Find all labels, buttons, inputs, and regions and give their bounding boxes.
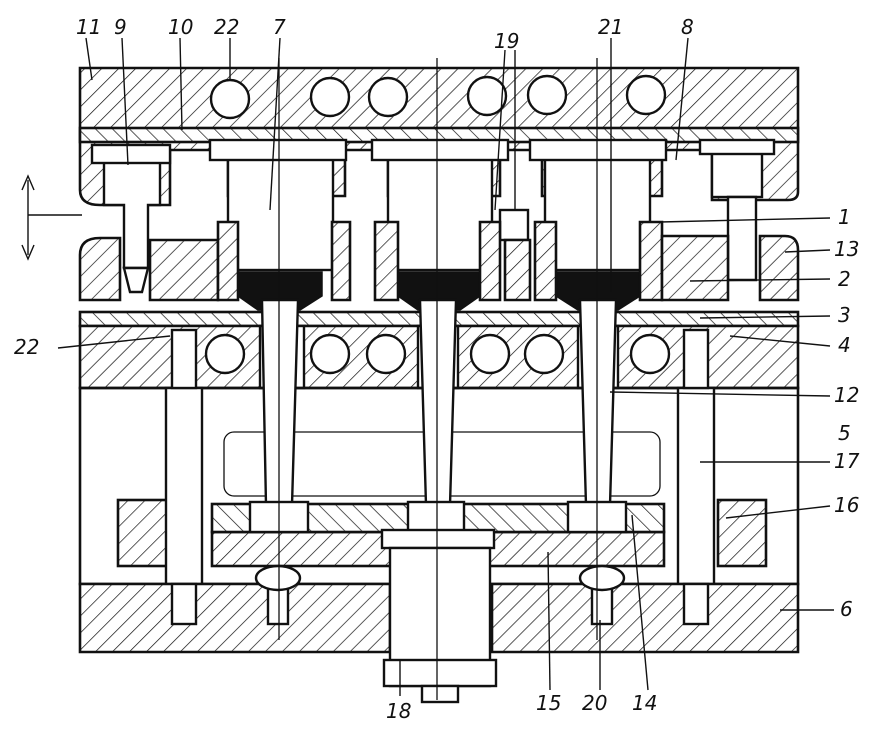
label-7: 7 <box>273 15 286 39</box>
cylinder-18 <box>382 546 498 704</box>
label-15: 15 <box>536 691 561 715</box>
label-21: 21 <box>598 15 623 39</box>
label-1: 1 <box>838 205 851 229</box>
guide-pin-9 <box>90 143 172 294</box>
leader-lines <box>57 37 834 696</box>
label-22-top: 22 <box>214 15 239 39</box>
label-20: 20 <box>582 691 607 715</box>
die-block <box>78 220 800 302</box>
motion-arrow <box>21 174 82 261</box>
label-16: 16 <box>834 493 859 517</box>
base-plate <box>78 564 800 654</box>
label-17: 17 <box>834 449 860 473</box>
label-10: 10 <box>168 15 193 39</box>
guide-posts <box>164 328 716 586</box>
label-2: 2 <box>838 267 851 291</box>
label-14: 14 <box>632 691 657 715</box>
label-9: 9 <box>114 15 127 39</box>
label-8: 8 <box>681 15 694 39</box>
part-labels: 11 9 10 22 7 19 21 8 1 13 2 3 22 4 12 5 … <box>14 15 860 723</box>
label-19: 19 <box>494 29 519 53</box>
label-5: 5 <box>838 421 851 445</box>
ejector-rods <box>260 298 618 507</box>
centre-lines <box>278 58 598 700</box>
label-4: 4 <box>838 333 851 357</box>
label-18: 18 <box>386 699 411 723</box>
label-3: 3 <box>838 303 851 327</box>
label-22-left: 22 <box>14 335 39 359</box>
label-6: 6 <box>840 597 853 621</box>
label-11: 11 <box>76 15 101 39</box>
guide-pin-right <box>698 138 776 282</box>
label-13: 13 <box>834 237 859 261</box>
label-12: 12 <box>834 383 859 407</box>
